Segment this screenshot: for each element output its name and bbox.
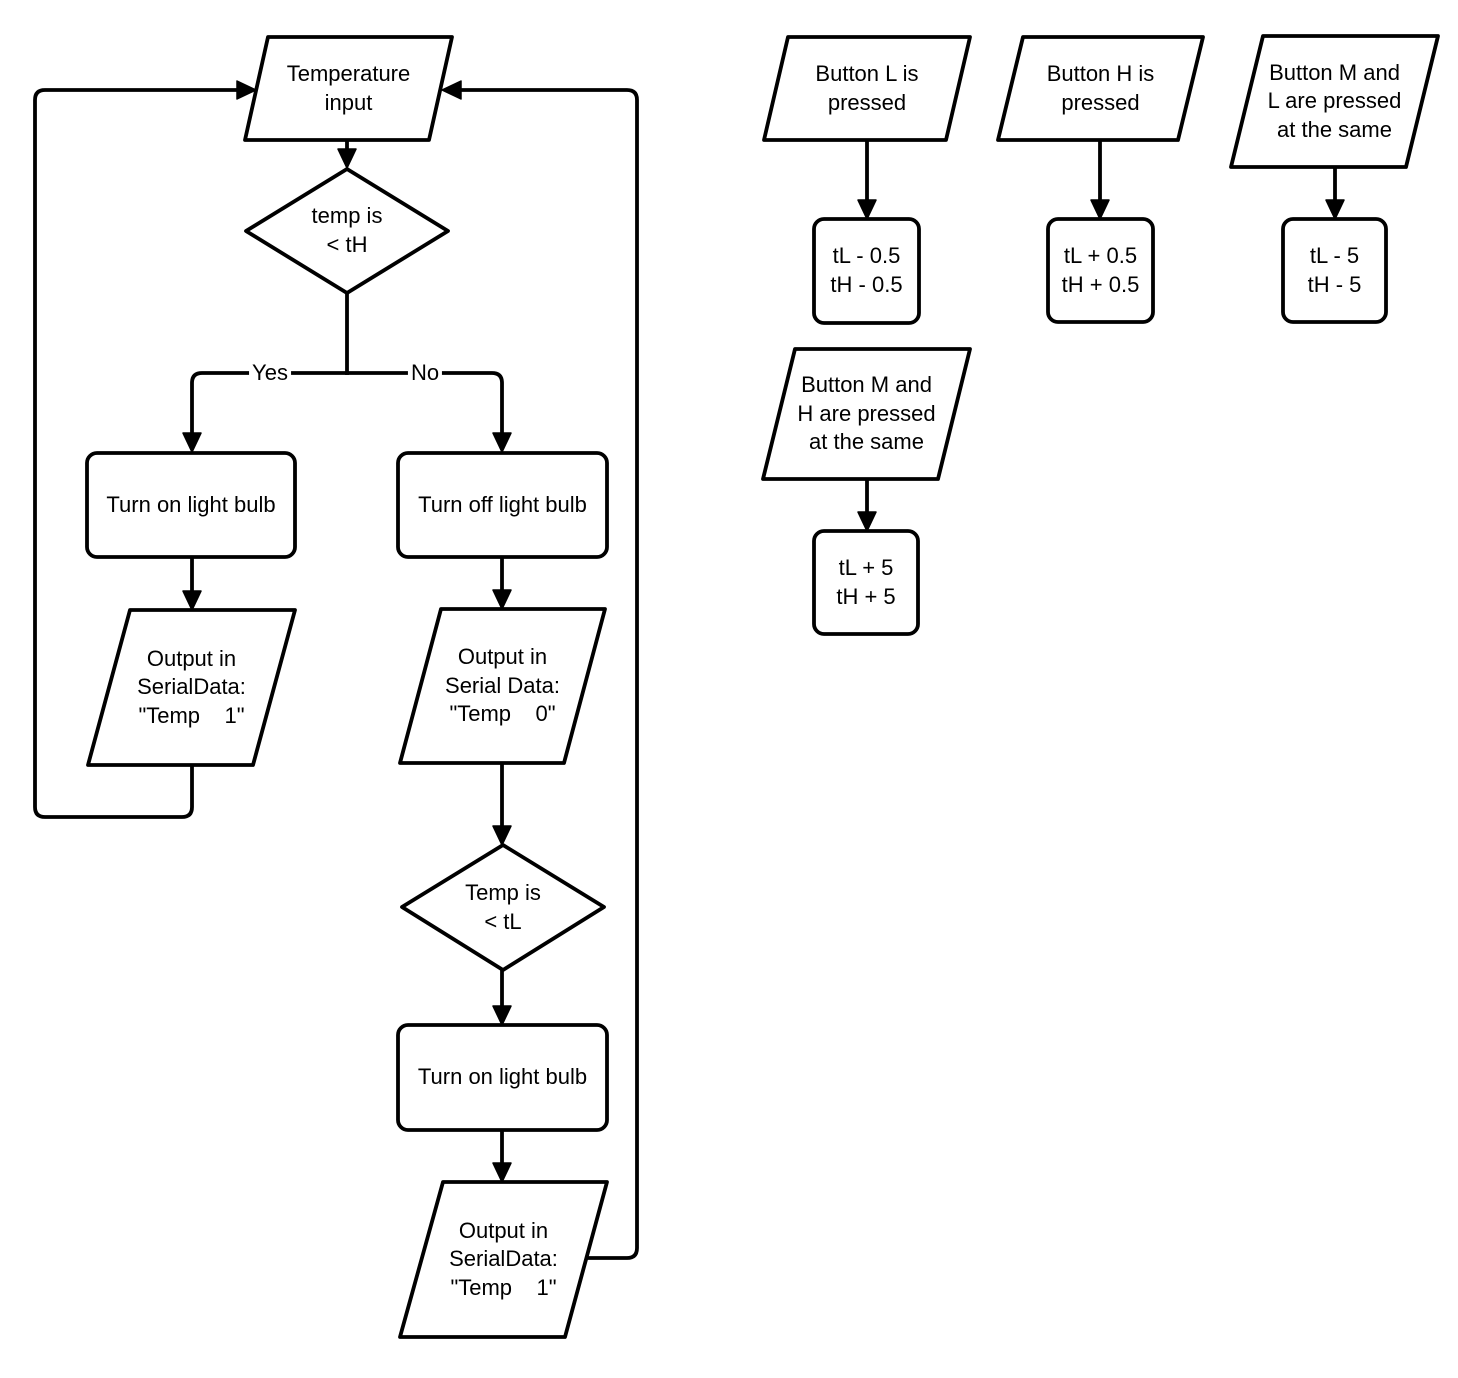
arrowhead-down-icon <box>337 148 357 169</box>
connector-yes-branch <box>190 371 349 435</box>
connector-no-branch <box>345 371 504 435</box>
arrowhead-down-icon <box>857 199 877 220</box>
node-turn-on-2 <box>396 1023 609 1132</box>
connectors <box>33 80 1345 1260</box>
arrowhead-right-icon <box>236 80 257 100</box>
connector-left-loop <box>33 88 239 819</box>
arrowhead-down-icon <box>857 511 877 532</box>
node-output-temp0 <box>398 607 607 765</box>
arrowhead-down-icon <box>182 590 202 611</box>
node-action-l <box>812 217 921 325</box>
connector-right-loop <box>459 88 639 1260</box>
arrowhead-down-icon <box>182 432 202 453</box>
node-button-ml <box>1229 34 1440 169</box>
node-temperature-input <box>243 35 454 142</box>
node-button-h <box>996 35 1205 142</box>
node-output-temp1-bottom <box>398 1180 609 1339</box>
arrowhead-down-icon <box>1090 199 1110 220</box>
arrowhead-down-icon <box>492 1005 512 1026</box>
node-output-temp1-left <box>86 608 297 767</box>
arrowhead-down-icon <box>492 589 512 610</box>
node-action-ml <box>1281 217 1388 324</box>
node-turn-off <box>396 451 609 559</box>
node-button-l <box>762 35 972 142</box>
arrowhead-down-icon <box>492 432 512 453</box>
node-button-mh <box>761 347 972 481</box>
arrowhead-down-icon <box>492 1162 512 1183</box>
node-decision-temp-th <box>244 167 450 295</box>
node-action-mh <box>812 529 920 636</box>
arrowhead-down-icon <box>492 825 512 846</box>
node-decision-temp-tl <box>400 843 606 972</box>
arrowhead-left-icon <box>441 80 462 100</box>
nodes <box>85 34 1440 1339</box>
node-turn-on-1 <box>85 451 297 559</box>
node-action-h <box>1046 217 1155 324</box>
arrowhead-down-icon <box>1325 199 1345 220</box>
